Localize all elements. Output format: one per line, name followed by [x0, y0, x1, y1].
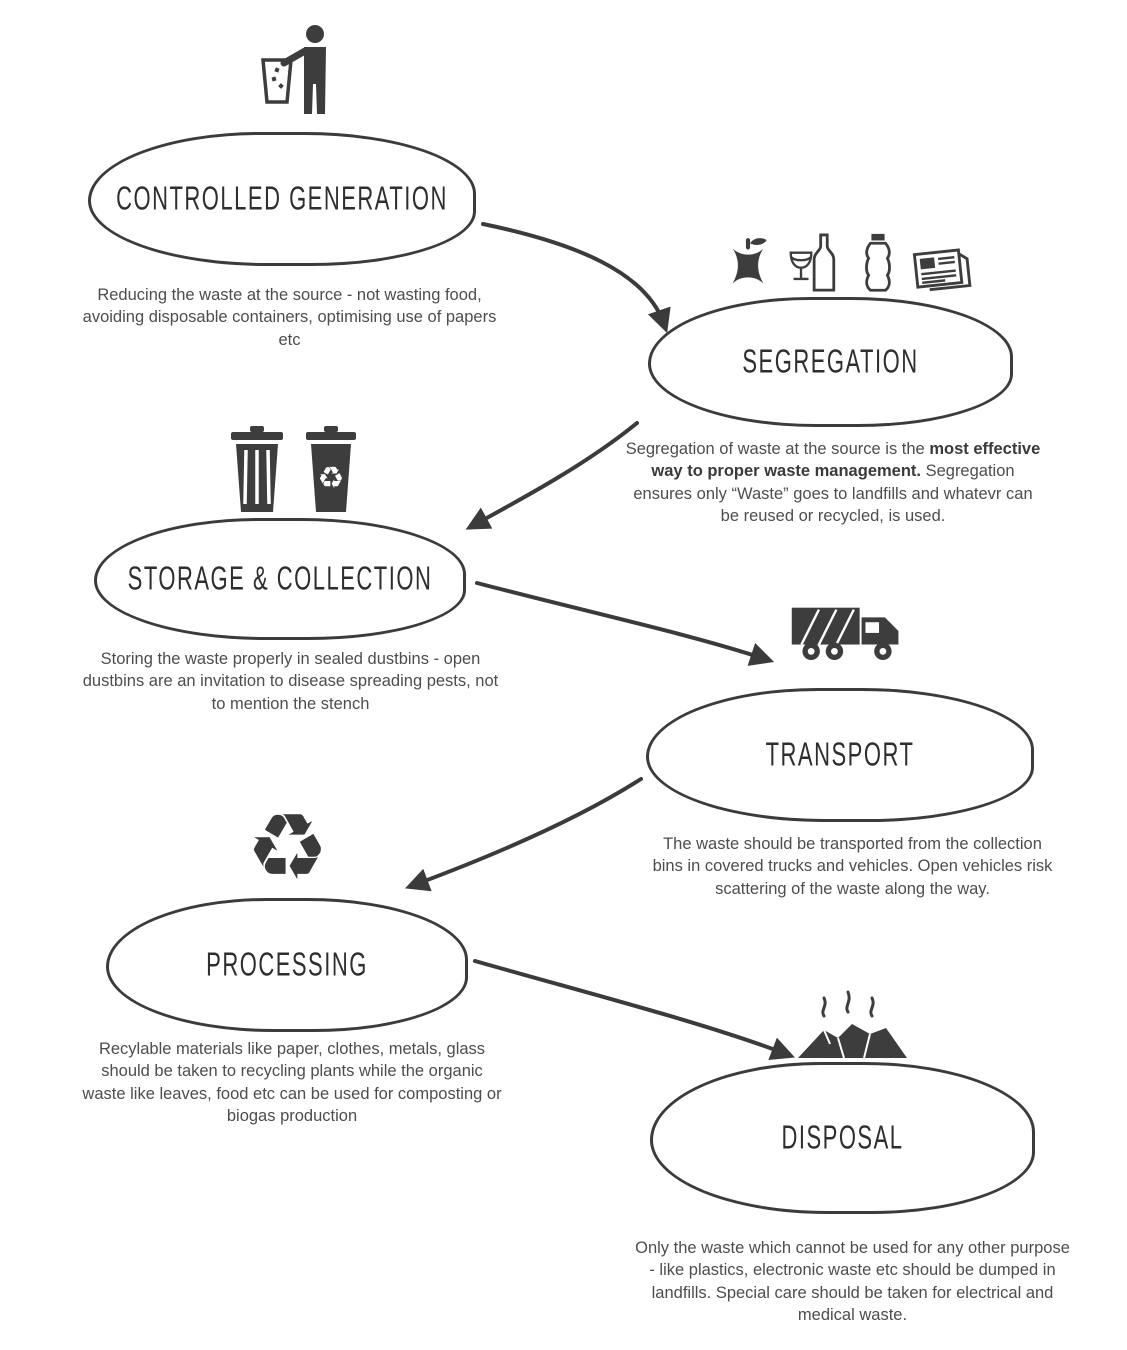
storage-icons: ♻	[218, 426, 368, 512]
landfill-icon	[790, 982, 915, 1060]
flow-arrow-4	[405, 777, 643, 892]
step-title: STORAGE & COLLECTION	[127, 559, 433, 598]
flow-arrow-5	[473, 959, 795, 1061]
recycle-bin-icon: ♻	[306, 426, 356, 512]
step-ellipse-transport: TRANSPORT	[646, 688, 1034, 822]
segregation-icons	[720, 226, 980, 294]
step-title: CONTROLLED GENERATION	[116, 179, 448, 218]
step-title: PROCESSING	[206, 945, 368, 984]
step-description: Only the waste which cannot be used for …	[635, 1239, 1070, 1325]
water-bottle-icon	[865, 233, 891, 292]
wine-bottle-and-glass-icon	[789, 233, 836, 292]
step-title: TRANSPORT	[765, 735, 915, 774]
step-ellipse-disposal: DISPOSAL	[650, 1062, 1035, 1214]
step-description: Reducing the waste at the source - not w…	[82, 286, 497, 349]
step-ellipse-segregation: SEGREGATION	[648, 297, 1013, 427]
step-description: The waste should be transported from the…	[652, 835, 1053, 898]
flow-arrow-1	[481, 222, 671, 334]
step-ellipse-storage-collection: STORAGE & COLLECTION	[94, 518, 466, 640]
dustbin-icon	[231, 426, 283, 512]
step-description: Segregation of waste at the source is th…	[625, 440, 1041, 526]
svg-text:♻: ♻	[318, 461, 345, 496]
recycling-symbol-icon: ♻	[246, 794, 329, 901]
person-discarding-waste-icon	[253, 22, 348, 117]
apple-core-icon	[732, 238, 767, 284]
step-title: SEGREGATION	[742, 342, 919, 381]
step-title: DISPOSAL	[781, 1118, 904, 1157]
flow-arrow-2	[465, 421, 639, 530]
step-ellipse-controlled-generation: CONTROLLED GENERATION	[88, 132, 476, 266]
flow-arrow-3	[475, 581, 775, 666]
step-ellipse-processing: PROCESSING	[106, 898, 468, 1032]
newspaper-icon	[912, 248, 972, 292]
garbage-truck-icon	[788, 598, 908, 662]
step-description: Storing the waste properly in sealed dus…	[82, 650, 499, 713]
step-description: Recylable materials like paper, clothes,…	[82, 1040, 502, 1126]
